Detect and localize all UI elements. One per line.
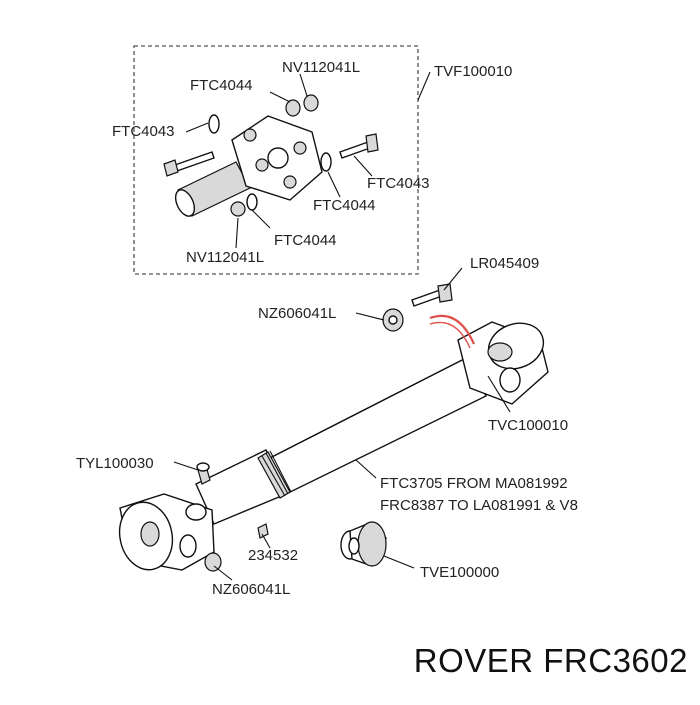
label-nv112041l-top: NV112041L [282,59,360,76]
small-nipple [257,523,269,539]
bolt-lr [411,289,443,307]
nut-bottom [230,201,246,217]
coupling-assembly [163,94,379,217]
bearing-cup-right [499,367,521,393]
bush-ring [357,521,387,567]
inset-shaft-end [174,189,196,217]
spider-right [487,342,513,362]
nut-nz-bottom [204,552,222,572]
label-nv112041l-bottom: NV112041L [186,249,264,266]
bolt-left-head [163,159,179,177]
coupling-center [267,147,289,169]
bearing-cup-left [179,534,197,558]
label-ftc3705-line2: FRC8387 TO LA081991 & V8 [380,497,578,514]
label-nz606041l-top: NZ606041L [258,305,336,322]
gaiter [257,450,292,499]
label-ftc4043-right: FTC4043 [367,175,430,192]
flange-left-center [140,521,160,547]
loose-parts [196,283,476,572]
red-arc [429,314,476,345]
bolt-lr-head [437,283,453,303]
washer-right [320,152,332,172]
label-tyl100030: TYL100030 [76,455,154,472]
label-ftc4044-right: FTC4044 [313,197,376,214]
spider-left [185,503,207,521]
inset-box [133,45,419,275]
label-lr045409: LR045409 [470,255,539,272]
footer-part-number: ROVER FRC3602 [413,642,688,679]
inset-leaders [185,71,431,249]
red-arc-2 [429,321,471,349]
label-ftc4043-left: FTC4043 [112,123,175,140]
label-nz606041l-bottom: NZ606041L [212,581,290,598]
label-ftc4044-top: FTC4044 [190,77,253,94]
label-tve100000: TVE100000 [420,564,499,581]
propshaft [118,321,549,571]
label-tvc100010: TVC100010 [488,417,568,434]
label-ftc3705-line1: FTC3705 FROM MA081992 [380,475,568,492]
label-234532: 234532 [248,547,298,564]
washer-top [208,114,220,134]
nut-top-2 [303,94,319,112]
main-leaders [173,267,511,581]
coupling-hole [255,158,269,172]
coupling-hole [283,175,297,189]
nut-top [285,99,301,117]
bolt-right [339,141,371,159]
washer-bottom [246,193,258,211]
bolt-right-head [365,133,379,153]
coupling-hole [243,128,257,142]
label-tvf100010: TVF100010 [434,63,512,80]
bolt-left [171,151,215,173]
coupling-hole [293,141,307,155]
label-ftc4044-bottom: FTC4044 [274,232,337,249]
